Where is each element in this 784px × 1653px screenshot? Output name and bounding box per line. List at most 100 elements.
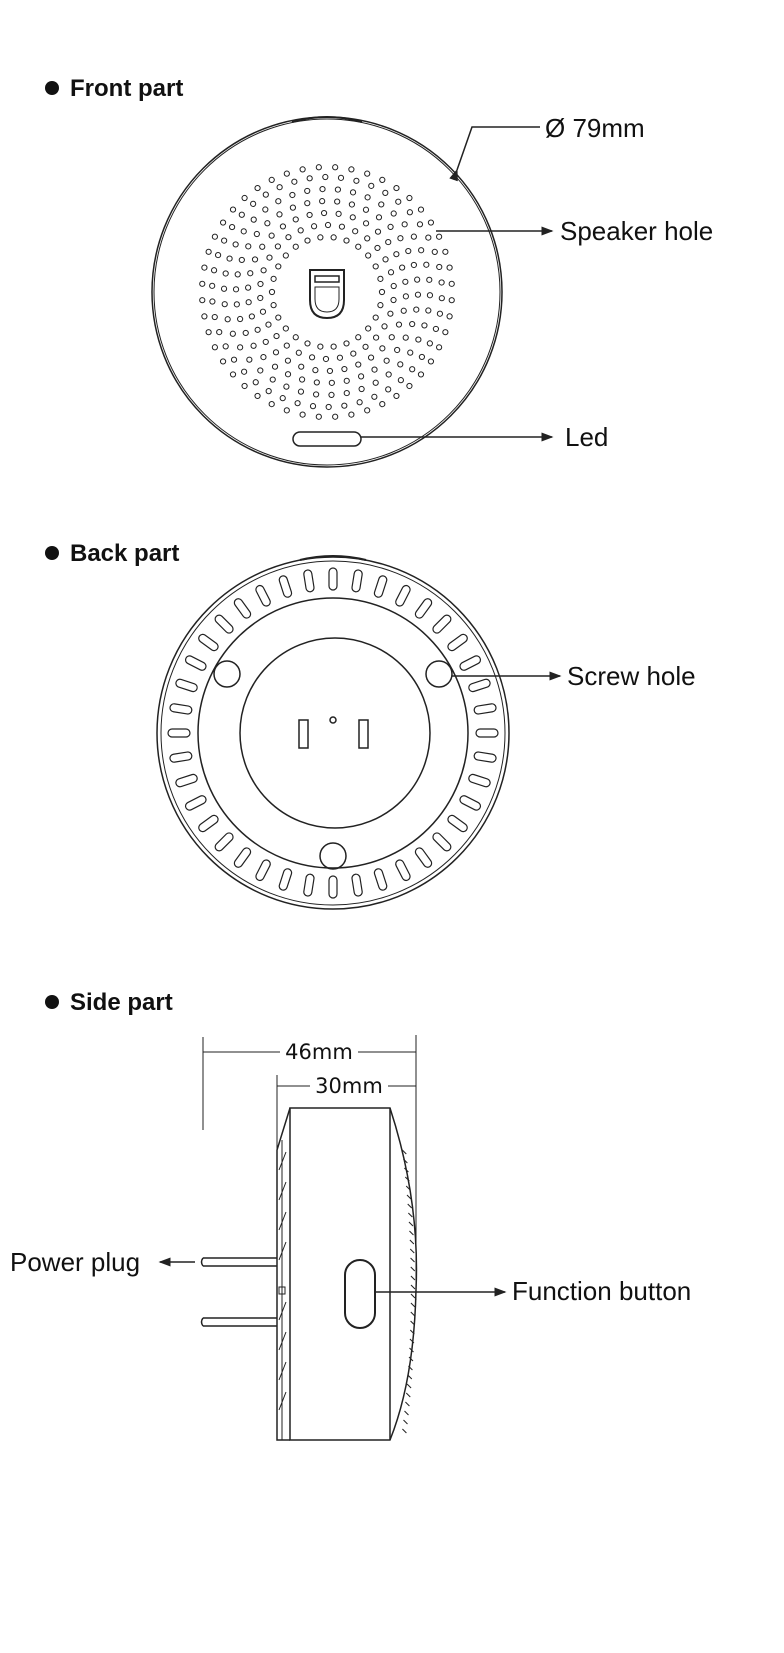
speaker-hole: [382, 189, 389, 196]
speaker-hole: [410, 261, 417, 269]
speaker-hole: [221, 237, 228, 244]
speaker-hole: [234, 271, 241, 278]
speaker-hole: [385, 386, 392, 393]
speaker-hole: [330, 234, 337, 241]
speaker-hole: [259, 308, 267, 315]
speaker-hole: [438, 279, 445, 286]
speaker-hole: [304, 340, 311, 347]
speaker-hole: [372, 263, 379, 270]
speaker-hole: [357, 373, 365, 380]
speaker-hole: [397, 361, 404, 368]
speaker-hole: [397, 377, 404, 384]
speaker-hole: [349, 189, 357, 196]
speaker-hole: [374, 244, 381, 252]
vent-slot: [447, 633, 468, 652]
vent-slot: [175, 773, 198, 788]
speaker-hole: [390, 210, 397, 217]
speaker-hole: [292, 334, 299, 341]
vent-slot: [278, 575, 293, 598]
button-label: Function button: [512, 1276, 691, 1306]
speaker-hole: [395, 198, 402, 205]
vent-slot: [278, 1361, 287, 1381]
speaker-hole: [306, 211, 313, 219]
speaker-hole: [372, 334, 380, 341]
vent-slot: [473, 751, 497, 763]
speaker-hole: [410, 1257, 415, 1263]
speaker-hole: [254, 184, 261, 192]
logo-icon: [309, 269, 345, 320]
speaker-hole: [238, 211, 245, 218]
speaker-hole: [199, 280, 206, 287]
speaker-hole: [355, 334, 362, 341]
speaker-hole: [356, 399, 363, 406]
speaker-hole: [245, 243, 252, 250]
speaker-hole: [343, 389, 350, 397]
vent-slot: [175, 678, 198, 693]
speaker-hole: [375, 214, 383, 221]
speaker-hole: [341, 402, 348, 409]
speaker-hole: [406, 1194, 412, 1200]
speaker-hole: [406, 209, 413, 216]
speaker-hole: [245, 299, 252, 306]
speaker-hole: [237, 344, 244, 351]
speaker-hole: [264, 220, 271, 227]
speaker-hole: [299, 166, 306, 173]
vent-slot: [351, 569, 363, 593]
speaker-hole: [205, 329, 212, 336]
speaker-hole: [362, 206, 370, 213]
bullet-icon: [45, 81, 59, 95]
speaker-label: Speaker hole: [560, 216, 713, 246]
speaker-hole: [402, 1428, 407, 1434]
speaker-hole: [222, 343, 229, 350]
speaker-hole: [315, 413, 322, 420]
vent-slot: [303, 569, 315, 593]
vent-slot: [447, 814, 468, 833]
speaker-hole: [405, 1185, 411, 1191]
speaker-hole: [393, 392, 400, 400]
speaker-hole: [410, 1266, 416, 1272]
vent-slot: [198, 814, 219, 833]
speaker-hole: [409, 320, 416, 328]
speaker-hole: [343, 340, 350, 347]
side-vents: [278, 1149, 416, 1434]
speaker-hole: [312, 367, 319, 374]
speaker-hole: [425, 234, 432, 241]
led-label: Led: [565, 422, 608, 452]
speaker-hole: [400, 307, 407, 314]
speaker-hole: [385, 371, 392, 378]
speaker-hole: [283, 342, 290, 349]
vent-slot: [373, 868, 388, 891]
speaker-hole: [226, 255, 233, 262]
speaker-hole: [408, 1356, 414, 1362]
speaker-hole: [426, 276, 433, 283]
speaker-hole: [364, 194, 371, 201]
speaker-hole: [262, 338, 269, 346]
speaker-hole: [232, 286, 240, 293]
function-button: [344, 1259, 376, 1329]
vent-slot: [459, 655, 482, 671]
speaker-hole: [405, 1401, 410, 1407]
speaker-hole: [337, 174, 345, 181]
vent-slot: [278, 1241, 287, 1261]
speaker-hole: [221, 301, 228, 308]
speaker-hole: [285, 234, 292, 241]
speaker-hole: [448, 280, 455, 287]
speaker-hole: [250, 342, 257, 349]
speaker-hole: [260, 267, 267, 274]
speaker-hole: [446, 313, 453, 320]
speaker-hole: [399, 264, 406, 271]
speaker-hole: [334, 186, 341, 193]
speaker-hole: [364, 407, 371, 414]
speaker-hole: [266, 254, 273, 261]
speaker-hole: [407, 349, 414, 356]
speaker-hole: [338, 223, 346, 230]
speaker-hole: [446, 264, 453, 271]
speaker-hole: [224, 316, 231, 323]
vent-slot: [278, 1181, 287, 1201]
back-section: Back part Screw hole: [45, 540, 696, 910]
speaker-hole: [343, 237, 350, 244]
speaker-hole: [297, 227, 304, 234]
bullet-icon: [45, 546, 59, 560]
speaker-hole: [403, 1419, 408, 1425]
vent-slot: [278, 1391, 287, 1411]
